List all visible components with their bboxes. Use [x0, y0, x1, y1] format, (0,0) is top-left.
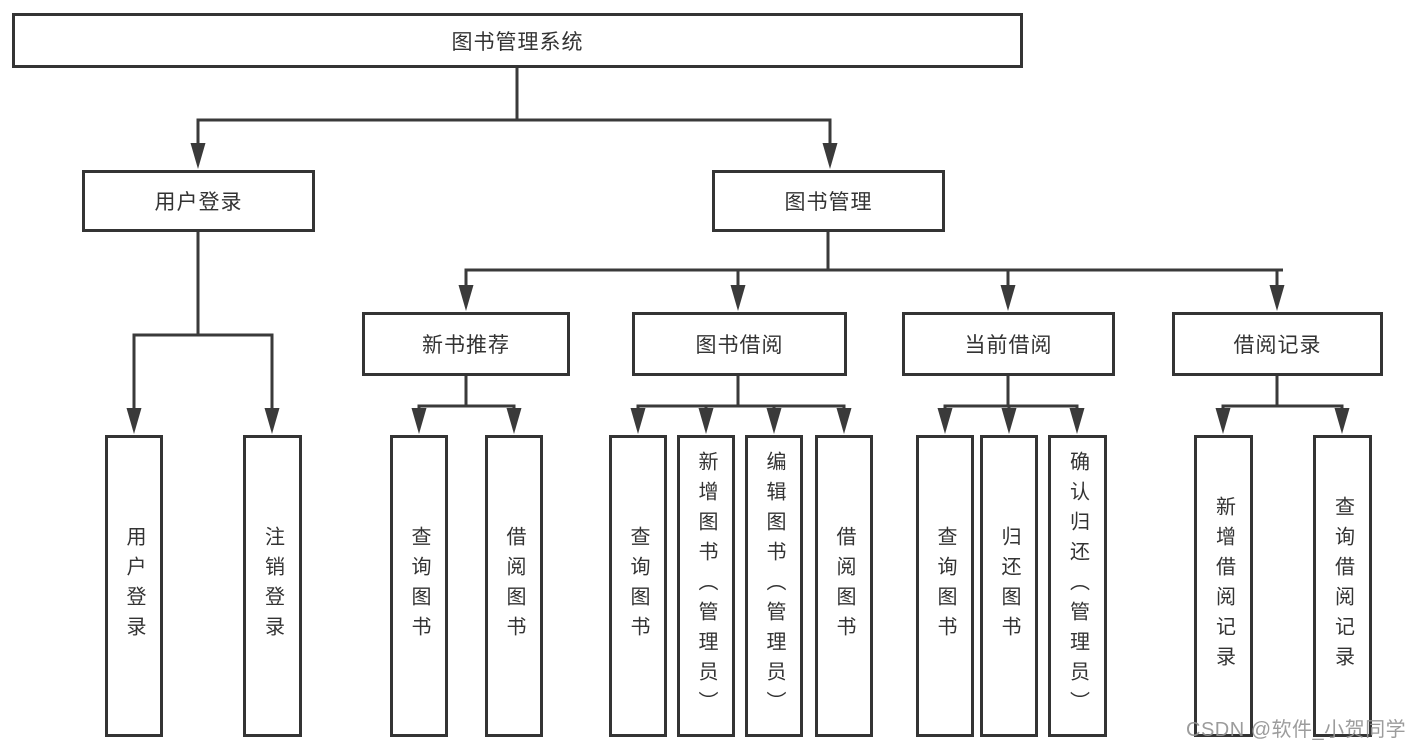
node-book-management-label: 图书管理 [784, 191, 873, 214]
leaf-borrow-books-recommend: 借阅图书 [485, 435, 543, 737]
leaf-add-borrow-record-label: 新增借阅记录 [1212, 496, 1235, 676]
node-current-borrowing: 当前借阅 [902, 312, 1115, 376]
leaf-query-books-borrowing-label: 查询图书 [627, 526, 649, 646]
node-root-label: 图书管理系统 [451, 30, 584, 54]
leaf-confirm-return-admin: 确认归还（管理员） [1048, 435, 1107, 737]
leaf-add-borrow-record: 新增借阅记录 [1194, 435, 1253, 737]
leaf-query-books-borrowing: 查询图书 [609, 435, 667, 737]
leaf-borrow-books: 借阅图书 [815, 435, 873, 737]
arrowhead-icons [126, 143, 1350, 434]
node-book-borrowing-label: 图书借阅 [695, 334, 784, 357]
node-book-management: 图书管理 [712, 170, 945, 232]
leaf-edit-book-admin: 编辑图书（管理员） [745, 435, 803, 737]
leaf-add-book-admin-label: 新增图书（管理员） [695, 451, 717, 721]
node-new-book-recommend-label: 新书推荐 [422, 334, 510, 357]
csdn-watermark: CSDN @软件_小贺同学 [1186, 719, 1405, 741]
leaf-edit-book-admin-label: 编辑图书（管理员） [763, 451, 785, 721]
leaf-confirm-return-admin-label: 确认归还（管理员） [1066, 451, 1089, 721]
node-user-login: 用户登录 [82, 170, 315, 232]
leaf-return-books-label: 归还图书 [998, 526, 1020, 646]
leaf-add-book-admin: 新增图书（管理员） [677, 435, 735, 737]
leaf-borrow-books-label: 借阅图书 [833, 526, 855, 646]
leaf-borrow-books-recommend-label: 借阅图书 [503, 526, 525, 646]
node-book-borrowing: 图书借阅 [632, 312, 847, 376]
leaf-query-borrow-record-label: 查询借阅记录 [1331, 496, 1354, 676]
node-new-book-recommend: 新书推荐 [362, 312, 570, 376]
leaf-query-borrow-record: 查询借阅记录 [1313, 435, 1372, 737]
node-user-login-label: 用户登录 [154, 191, 243, 214]
leaf-query-books-recommend-label: 查询图书 [408, 526, 430, 646]
leaf-query-books-current-label: 查询图书 [934, 526, 956, 646]
leaf-query-books-recommend: 查询图书 [390, 435, 448, 737]
leaf-return-books: 归还图书 [980, 435, 1038, 737]
leaf-logout-label: 注销登录 [261, 526, 284, 646]
node-root-system: 图书管理系统 [12, 13, 1023, 68]
leaf-user-login-label: 用户登录 [123, 526, 145, 646]
node-borrowing-records: 借阅记录 [1172, 312, 1383, 376]
leaf-user-login: 用户登录 [105, 435, 163, 737]
node-current-borrowing-label: 当前借阅 [964, 334, 1053, 357]
node-borrowing-records-label: 借阅记录 [1233, 334, 1322, 357]
leaf-query-books-current: 查询图书 [916, 435, 974, 737]
leaf-logout: 注销登录 [243, 435, 302, 737]
